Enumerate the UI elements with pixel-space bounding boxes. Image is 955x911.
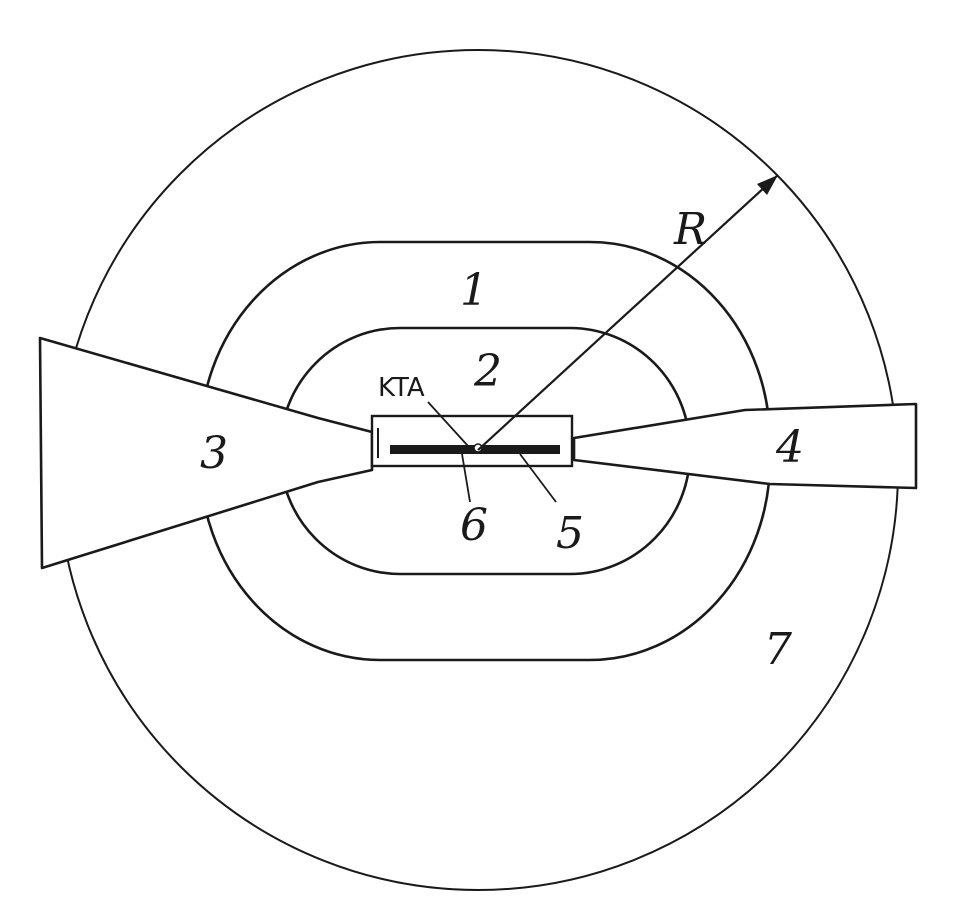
focal-point (473, 443, 483, 453)
label-horn-4: 4 (775, 422, 804, 473)
radius-arrowhead (757, 175, 778, 195)
leader-6 (461, 453, 471, 503)
label-radius: R (673, 204, 707, 255)
leader-5 (519, 453, 557, 503)
label-horn-3: 3 (200, 428, 228, 479)
label-region-1: 1 (460, 265, 488, 316)
radius-line (477, 174, 779, 451)
horn-3 (38, 336, 374, 570)
crystal-box (370, 414, 574, 468)
label-crystal: KTA (378, 373, 425, 403)
label-region-2: 2 (473, 346, 502, 397)
leader-kta (427, 401, 469, 447)
label-part-5: 5 (556, 508, 584, 559)
horn-4 (572, 402, 918, 490)
label-part-6: 6 (460, 500, 488, 551)
label-region-7: 7 (764, 624, 792, 675)
